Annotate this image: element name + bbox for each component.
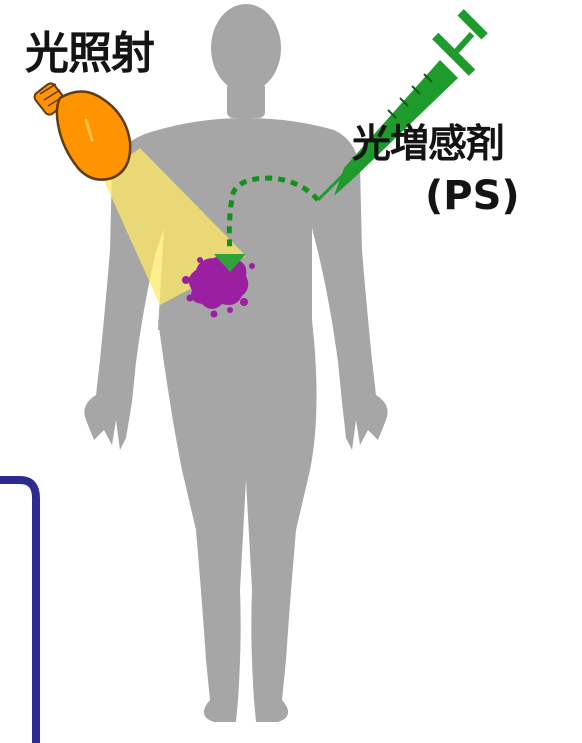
light-bulb-icon [33, 81, 131, 179]
light-irradiation-label: 光照射 [25, 28, 154, 80]
photosensitizer-abbreviation: (PS) [425, 172, 520, 220]
photosensitizer-label: 光増感剤 [352, 122, 504, 168]
frame-border [0, 480, 36, 743]
human-body-silhouette [84, 4, 387, 722]
